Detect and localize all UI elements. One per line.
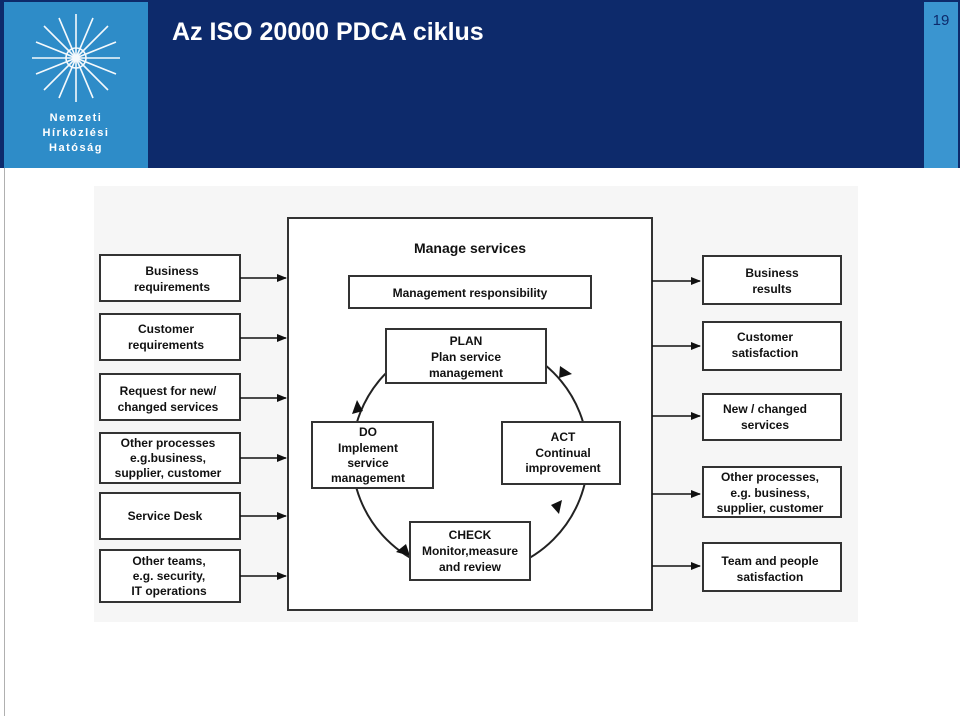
- act-line-2: improvement: [525, 461, 600, 475]
- input-label: changed services: [118, 400, 219, 414]
- output-label: satisfaction: [737, 570, 804, 584]
- do-line-1: Implement: [338, 441, 398, 455]
- input-label: Request for new/: [120, 384, 217, 398]
- input-label: e.g. security,: [133, 569, 205, 583]
- output-label: Business: [745, 266, 799, 280]
- input-box: [99, 549, 241, 603]
- cycle-arrow-act-plan-icon: [559, 366, 572, 378]
- output-label: Team and people: [721, 554, 818, 568]
- input-box: [99, 254, 241, 302]
- output-label: satisfaction: [732, 346, 799, 360]
- plan-line-2: management: [429, 366, 503, 380]
- mgmt-responsibility-label: Management responsibility: [393, 286, 548, 300]
- output-box: [702, 466, 842, 518]
- plan-box: [385, 328, 547, 384]
- output-box: [702, 393, 842, 441]
- input-box: [99, 492, 241, 540]
- output-label: e.g. business,: [730, 486, 809, 500]
- input-label: Other teams,: [132, 554, 205, 568]
- output-list: Business results Customer satisfaction N…: [652, 255, 842, 592]
- check-line-2: and review: [439, 560, 502, 574]
- output-label: Customer: [737, 330, 793, 344]
- logo: Nemzeti Hírközlési Hatóság: [4, 2, 148, 168]
- act-title: ACT: [551, 430, 576, 444]
- mgmt-responsibility-box: [348, 275, 592, 309]
- input-label: Service Desk: [128, 509, 203, 523]
- input-label: e.g.business,: [130, 451, 206, 465]
- output-label: New / changed: [723, 402, 807, 416]
- input-box: [99, 373, 241, 421]
- cycle-arrow-do-check-icon: [396, 544, 410, 556]
- output-label: Other processes,: [721, 470, 819, 484]
- act-line-1: Continual: [535, 446, 590, 460]
- input-label: requirements: [134, 280, 210, 294]
- logo-line-1: Nemzeti: [49, 112, 103, 124]
- act-box: [501, 421, 621, 485]
- do-box: [311, 421, 434, 489]
- logo-line-2: Hírközlési: [42, 127, 110, 139]
- output-label: results: [752, 282, 792, 296]
- plan-line-1: Plan service: [431, 350, 501, 364]
- input-label: Other processes: [121, 436, 216, 450]
- check-title: CHECK: [449, 528, 492, 542]
- input-label: Customer: [138, 322, 194, 336]
- output-label: services: [741, 418, 789, 432]
- input-box: [99, 313, 241, 361]
- logo-line-3: Hatóság: [49, 142, 103, 154]
- do-line-3: management: [331, 471, 405, 485]
- cycle-arrow-plan-do-icon: [352, 400, 363, 414]
- input-label: IT operations: [131, 584, 207, 598]
- slide-title: Az ISO 20000 PDCA ciklus: [172, 18, 484, 46]
- plan-title: PLAN: [450, 334, 483, 348]
- output-box: [702, 255, 842, 305]
- output-label: supplier, customer: [717, 501, 824, 515]
- left-divider: [4, 168, 5, 716]
- output-box: [702, 542, 842, 592]
- input-list: Business requirements Customer requireme…: [99, 254, 287, 603]
- input-box: [99, 432, 241, 484]
- manage-services-title: Manage services: [414, 240, 526, 256]
- input-label: requirements: [128, 338, 204, 352]
- do-title: DO: [359, 425, 377, 439]
- do-line-2: service: [347, 456, 389, 470]
- check-box: [409, 521, 531, 581]
- input-label: supplier, customer: [115, 466, 222, 480]
- output-box: [702, 321, 842, 371]
- input-label: Business: [145, 264, 199, 278]
- star-logo-icon: [32, 14, 120, 102]
- header-band: [0, 0, 960, 168]
- cycle-arrow-check-act-icon: [551, 500, 562, 514]
- check-line-1: Monitor,measure: [422, 544, 518, 558]
- page-number: 19: [932, 12, 950, 29]
- page-number-panel: 19: [924, 2, 958, 168]
